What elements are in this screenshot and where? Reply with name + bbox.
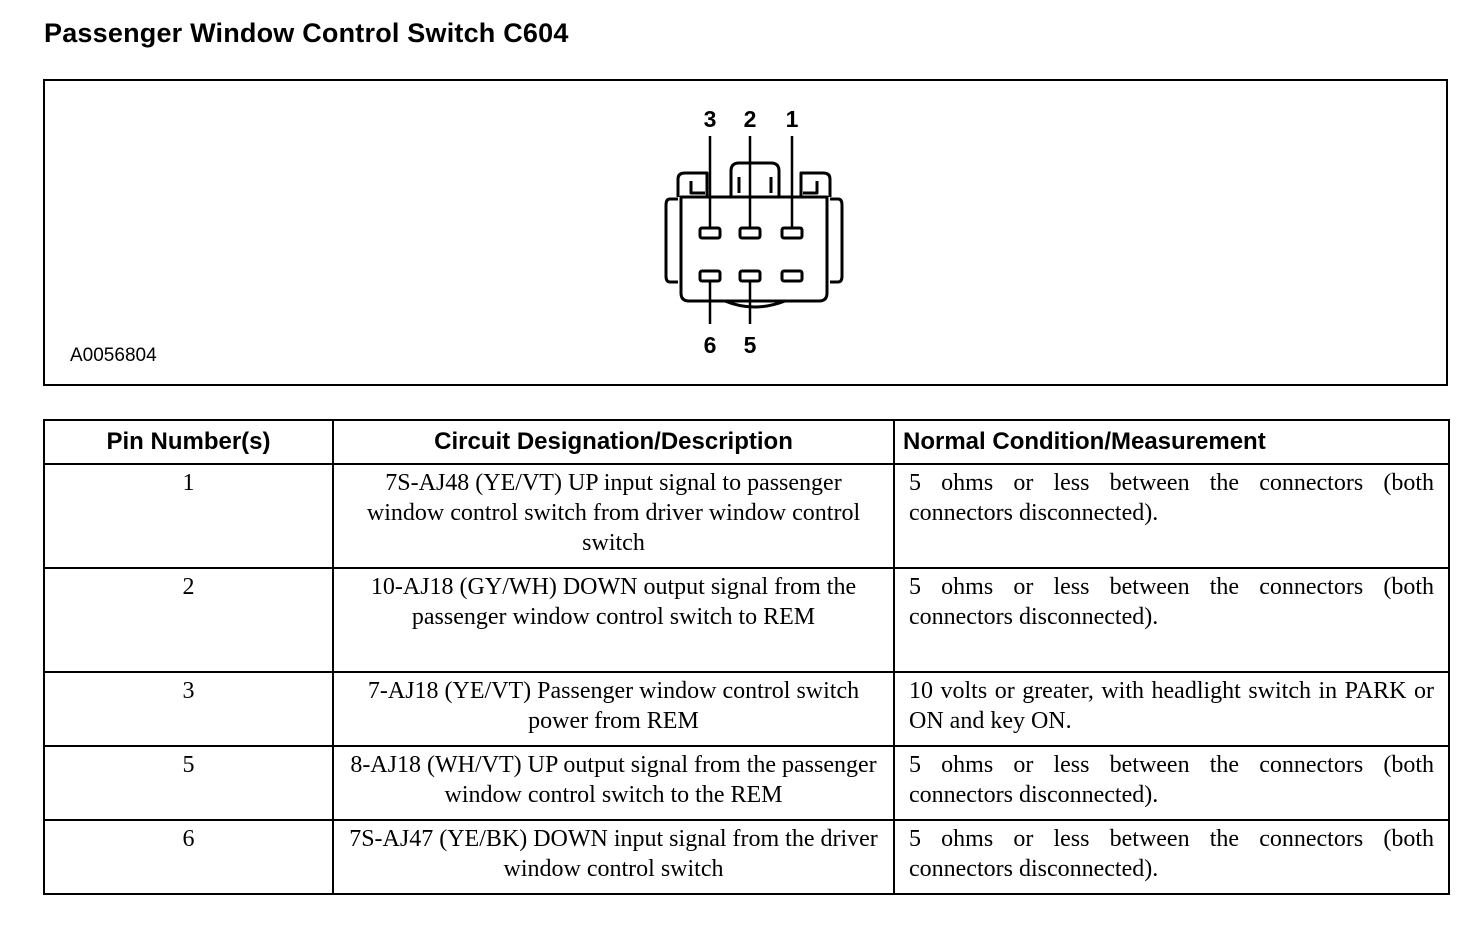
page-title: Passenger Window Control Switch C604	[44, 18, 569, 48]
pin-number-cell: 5	[43, 745, 334, 821]
condition-cell: 5 ohms or less between the connectors (b…	[893, 463, 1450, 569]
header-normal-condition: Normal Condition/Measurement	[893, 419, 1450, 465]
circuit-description-cell: 7S-AJ47 (YE/BK) DOWN input signal from t…	[332, 819, 895, 895]
table-row: 5 8-AJ18 (WH/VT) UP output signal from t…	[43, 745, 1450, 821]
pin-label-5: 5	[744, 332, 757, 358]
circuit-description-cell: 10-AJ18 (GY/WH) DOWN output signal from …	[332, 567, 895, 673]
circuit-description-cell: 8-AJ18 (WH/VT) UP output signal from the…	[332, 745, 895, 821]
header-pin-numbers: Pin Number(s)	[43, 419, 334, 465]
table-row: 3 7-AJ18 (YE/VT) Passenger window contro…	[43, 671, 1450, 747]
pin-number-cell: 6	[43, 819, 334, 895]
condition-cell: 5 ohms or less between the connectors (b…	[893, 745, 1450, 821]
circuit-description-cell: 7S-AJ48 (YE/VT) UP input signal to passe…	[332, 463, 895, 569]
connector-face-drawing: 3 2 1 6 5	[664, 106, 844, 358]
table-row: 2 10-AJ18 (GY/WH) DOWN output signal fro…	[43, 567, 1450, 673]
circuit-description-cell: 7-AJ18 (YE/VT) Passenger window control …	[332, 671, 895, 747]
pin-label-2: 2	[744, 106, 757, 132]
condition-cell: 10 volts or greater, with headlight swit…	[893, 671, 1450, 747]
condition-cell: 5 ohms or less between the connectors (b…	[893, 819, 1450, 895]
condition-cell: 5 ohms or less between the connectors (b…	[893, 567, 1450, 673]
pin-number-cell: 2	[43, 567, 334, 673]
table-header-row: Pin Number(s) Circuit Designation/Descri…	[43, 419, 1450, 465]
figure-id: A0056804	[70, 345, 157, 366]
pin-label-1: 1	[786, 106, 799, 132]
table-row: 1 7S-AJ48 (YE/VT) UP input signal to pas…	[43, 463, 1450, 569]
header-circuit-designation: Circuit Designation/Description	[332, 419, 895, 465]
pin-number-cell: 1	[43, 463, 334, 569]
table-row: 6 7S-AJ47 (YE/BK) DOWN input signal from…	[43, 819, 1450, 895]
pin-number-cell: 3	[43, 671, 334, 747]
connector-diagram: 3 2 1 6 5 A0056804	[43, 79, 1448, 386]
pin-label-6: 6	[704, 332, 717, 358]
pin-table: Pin Number(s) Circuit Designation/Descri…	[43, 419, 1450, 895]
pin-label-3: 3	[704, 106, 717, 132]
